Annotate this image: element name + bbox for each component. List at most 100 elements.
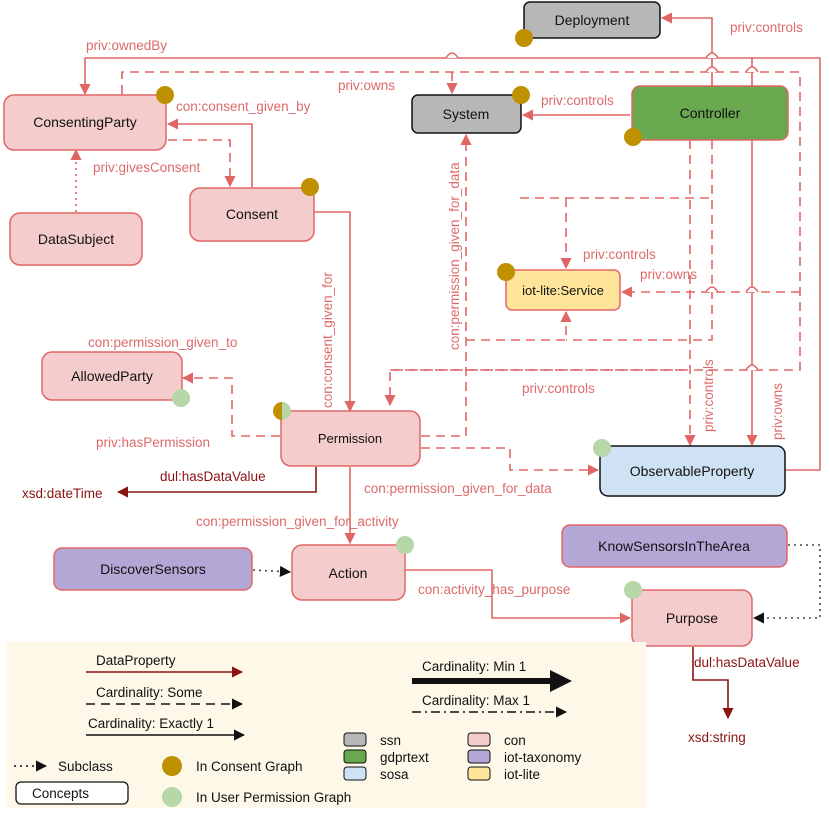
edge-owned-by [79, 57, 821, 471]
legend-con-label: con [504, 733, 526, 748]
label-gives-consent: priv:givesConsent [93, 160, 201, 175]
permission-graph-marker [624, 581, 642, 599]
label-controls-mid: priv:controls [522, 381, 595, 396]
edge-consent-given-for [314, 211, 356, 413]
edge-subclass-discover [252, 565, 292, 578]
permission-graph-marker [593, 439, 611, 457]
node-permission[interactable]: Permission [273, 402, 421, 467]
node-xsd-string: xsd:string [688, 730, 746, 745]
edge-controller-down [566, 140, 713, 341]
label-permission-given-to: con:permission_given_to [88, 335, 237, 350]
edge-subclass-know [752, 544, 821, 624]
legend-con-swatch [467, 732, 491, 747]
edge-party-consent [168, 139, 236, 188]
label-consent-given-by: con:consent_given_by [176, 99, 311, 114]
label-pgfd-horizontal: con:permission_given_for_data [364, 481, 552, 496]
node-allowed-party[interactable]: AllowedParty [41, 351, 190, 407]
node-consent[interactable]: Consent [189, 178, 319, 242]
node-discover-sensors-label: DiscoverSensors [100, 561, 206, 577]
legend-background [6, 642, 646, 808]
legend-data-property-label: DataProperty [96, 653, 176, 668]
permission-graph-marker [396, 536, 414, 554]
label-owns-service: priv:owns [640, 267, 697, 282]
node-data-subject-label: DataSubject [38, 231, 114, 247]
edge-has-data-value-2 [692, 647, 734, 720]
bump [745, 286, 759, 293]
node-xsd-datetime: xsd:dateTime [22, 486, 103, 501]
consent-graph-marker [156, 86, 174, 104]
node-deployment-label: Deployment [555, 12, 630, 28]
consent-graph-marker [301, 178, 319, 196]
legend-iot-taxonomy-swatch [467, 749, 491, 764]
consent-graph-marker [515, 29, 533, 47]
label-owns-top: priv:owns [338, 78, 395, 93]
label-controls-top: priv:controls [730, 20, 803, 35]
bump [705, 66, 719, 73]
node-iot-service-label: iot-lite:Service [522, 283, 604, 298]
label-activity-has-purpose: con:activity_has_purpose [418, 582, 570, 597]
label-controls-service: priv:controls [583, 247, 656, 262]
label-owned-by: priv:ownedBy [86, 38, 167, 53]
node-know-sensors-label: KnowSensorsInTheArea [598, 538, 750, 554]
node-purpose-label: Purpose [666, 610, 718, 626]
node-data-subject[interactable]: DataSubject [9, 212, 143, 266]
bump [745, 66, 759, 73]
node-permission-label: Permission [318, 431, 382, 446]
legend: DataProperty Cardinality: Some Cardinali… [6, 642, 646, 808]
edge-labels-layer: priv:ownedBy priv:controls priv:owns pri… [86, 20, 803, 670]
legend-cardinality-exactly-label: Cardinality: Exactly 1 [88, 716, 214, 731]
legend-consent-graph-marker [162, 756, 182, 776]
node-system-label: System [443, 106, 490, 122]
bump [705, 286, 719, 293]
label-has-data-value-1: dul:hasDataValue [160, 469, 266, 484]
node-system[interactable]: System [411, 86, 530, 134]
consent-graph-marker [624, 128, 642, 146]
permission-graph-marker [172, 389, 190, 407]
legend-gdprtext-label: gdprtext [380, 750, 429, 765]
legend-subclass-label: Subclass [58, 759, 113, 774]
bump [745, 364, 759, 371]
label-has-permission: priv:hasPermission [96, 435, 210, 450]
legend-ssn-label: ssn [380, 733, 401, 748]
label-controls-system: priv:controls [541, 93, 614, 108]
node-consent-label: Consent [226, 206, 278, 222]
node-action[interactable]: Action [291, 536, 414, 601]
legend-ssn-swatch [343, 732, 367, 747]
edge-pgfd-system [421, 133, 472, 437]
legend-concepts-label: Concepts [32, 786, 89, 801]
node-discover-sensors[interactable]: DiscoverSensors [53, 547, 253, 591]
label-permission-given-for-activity: con:permission_given_for_activity [196, 514, 399, 529]
node-know-sensors[interactable]: KnowSensorsInTheArea [561, 524, 788, 568]
legend-iot-taxonomy-label: iot-taxonomy [504, 750, 582, 765]
legend-cardinality-min-arrow [550, 670, 572, 692]
consent-graph-marker [512, 86, 530, 104]
node-action-label: Action [329, 565, 368, 581]
edge-owns-system [121, 71, 801, 407]
edge-activity-has-purpose [405, 569, 632, 624]
node-allowed-party-label: AllowedParty [71, 368, 153, 384]
bump [705, 52, 719, 59]
label-controls-vertical: priv:controls [701, 359, 716, 432]
consent-graph-marker [497, 263, 515, 281]
nodes-layer: Deployment System Controller ConsentingP… [3, 1, 789, 745]
node-consenting-party[interactable]: ConsentingParty [3, 86, 174, 151]
edge-consent-given-by [166, 118, 253, 187]
legend-concepts-box [15, 781, 129, 805]
edge-permission-given-to [181, 372, 280, 437]
label-consent-given-for: con:consent_given_for [320, 272, 335, 408]
legend-iot-lite-swatch [467, 766, 491, 781]
node-observable-property[interactable]: ObservableProperty [593, 439, 786, 497]
node-observable-property-label: ObservableProperty [630, 463, 755, 479]
consent-graph-marker-half [273, 402, 282, 420]
legend-iot-lite-label: iot-lite [504, 767, 540, 782]
node-iot-service[interactable]: iot-lite:Service [497, 263, 621, 311]
label-has-data-value-2: dul:hasDataValue [694, 655, 800, 670]
legend-permission-graph-marker [162, 787, 182, 807]
permission-graph-marker-half [282, 402, 291, 420]
legend-cardinality-max-label: Cardinality: Max 1 [422, 693, 530, 708]
node-consenting-party-label: ConsentingParty [33, 114, 137, 130]
node-deployment[interactable]: Deployment [515, 1, 661, 47]
node-controller[interactable]: Controller [624, 85, 789, 146]
node-purpose[interactable]: Purpose [624, 581, 753, 647]
